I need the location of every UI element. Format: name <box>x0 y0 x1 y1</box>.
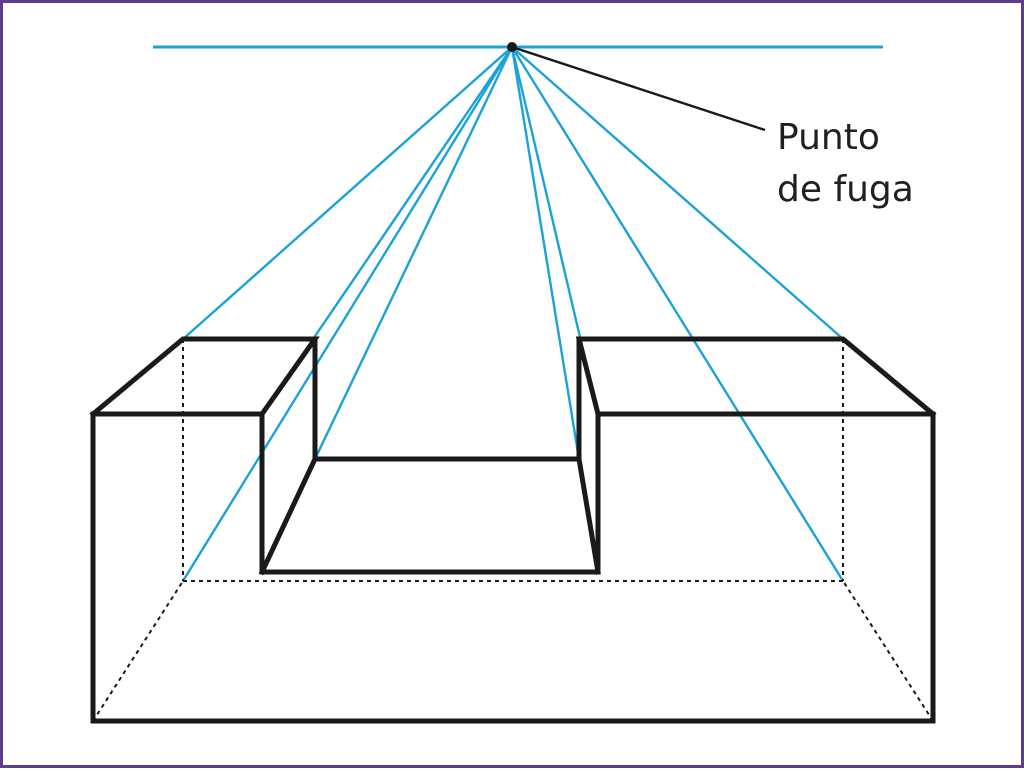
vanishing-point-leader-line <box>511 45 766 132</box>
object-outline <box>89 336 937 724</box>
vanishing-line-back-top-left <box>182 46 513 340</box>
vanishing-line-notch-inner-left <box>313 46 514 460</box>
vanishing-point-label-line2: de fuga <box>777 169 914 210</box>
left-block-top <box>89 336 320 418</box>
vanishing-lines <box>181 46 845 582</box>
vanishing-line-notch-inner-right <box>510 46 581 460</box>
vanishing-line-back-bottom-left <box>181 46 514 582</box>
hidden-edge-bottom-right-depth <box>842 580 934 722</box>
hidden-edge-bottom-left-depth <box>92 580 184 722</box>
one-point-perspective-diagram: Punto de fuga <box>89 42 937 724</box>
vanishing-line-back-bottom-right <box>510 46 845 582</box>
vanishing-point-label-line1: Punto <box>777 117 880 158</box>
right-block-top <box>575 336 937 418</box>
hidden-edges <box>92 339 934 722</box>
notch-floor <box>258 456 601 576</box>
vanishing-line-back-top-right <box>511 46 844 340</box>
